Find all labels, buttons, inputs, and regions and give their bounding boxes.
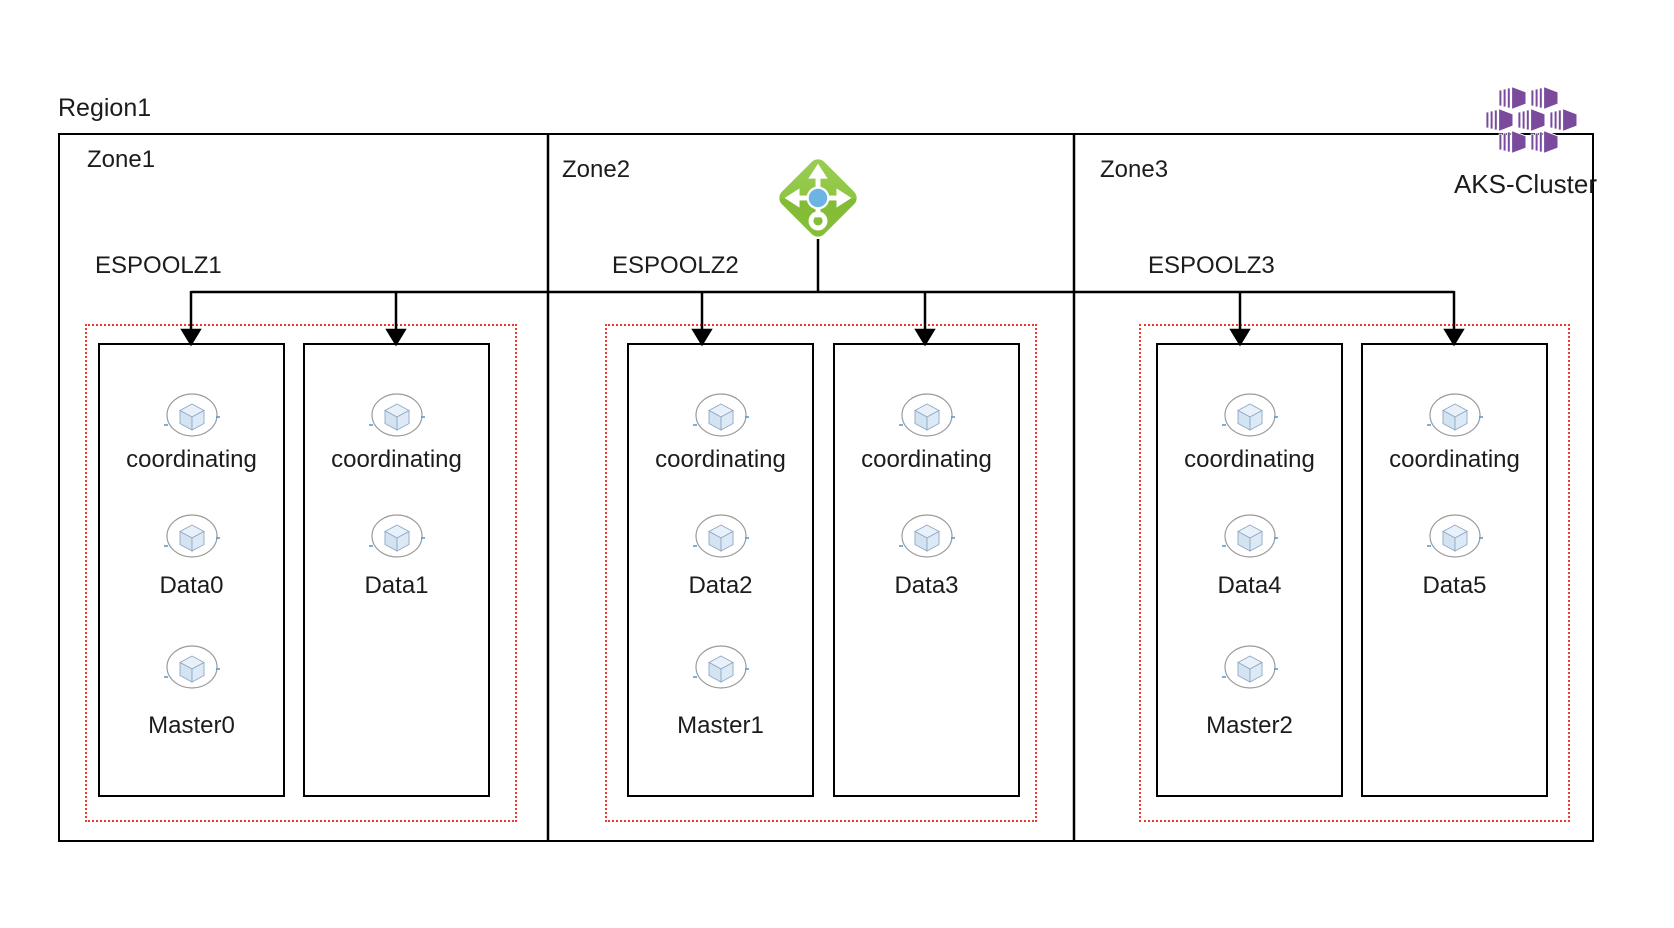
pod-role-label: Data5 <box>1422 572 1487 599</box>
pod-cube-icon <box>163 392 221 442</box>
pod-cube-icon <box>1221 392 1279 442</box>
pod-box-zone3-left: coordinating Data4 Master2 <box>1156 343 1343 797</box>
pod-box-zone1-right: coordinating Data1 <box>303 343 490 797</box>
aks-cluster-icon <box>1486 86 1578 154</box>
pod-box-zone3-right: coordinating Data5 <box>1361 343 1548 797</box>
pod-box-zone1-left: coordinating Data0 Master0 <box>98 343 285 797</box>
pod-role-label: Data3 <box>894 572 959 599</box>
region-label: Region1 <box>58 94 152 122</box>
pod-cube-icon <box>1221 644 1279 694</box>
pod-role-label: coordinating <box>655 446 786 473</box>
aks-cluster-label: AKS-Cluster <box>1453 169 1597 199</box>
pod-cube-icon <box>163 644 221 694</box>
pod-role-label: coordinating <box>331 446 462 473</box>
pod-role-label: Data4 <box>1217 572 1282 599</box>
pod-box-zone2-left: coordinating Data2 Master1 <box>627 343 814 797</box>
zone1-label: Zone1 <box>87 146 156 173</box>
zone2-label: Zone2 <box>562 156 631 183</box>
pod-cube-icon <box>368 513 426 563</box>
pod-cube-icon <box>1221 513 1279 563</box>
pod-role-label: Master1 <box>677 712 764 739</box>
espool-label-zone3: ESPOOLZ3 <box>1148 252 1275 279</box>
pod-cube-icon <box>692 392 750 442</box>
pod-cube-icon <box>898 392 956 442</box>
pod-role-label: coordinating <box>1389 446 1520 473</box>
load-balancer-icon <box>779 159 857 237</box>
pod-cube-icon <box>163 513 221 563</box>
pod-role-label: Data0 <box>159 572 224 599</box>
espool-boundary-zone2 <box>605 324 1037 822</box>
pod-role-label: coordinating <box>126 446 257 473</box>
pod-cube-icon <box>1426 392 1484 442</box>
pod-role-label: Master0 <box>148 712 235 739</box>
zone3-label: Zone3 <box>1100 156 1169 183</box>
espool-boundary-zone3 <box>1139 324 1570 822</box>
pod-cube-icon <box>898 513 956 563</box>
pod-role-label: Data2 <box>688 572 753 599</box>
pod-cube-icon <box>692 644 750 694</box>
pod-role-label: Master2 <box>1206 712 1293 739</box>
espool-label-zone2: ESPOOLZ2 <box>612 252 739 279</box>
pod-role-label: coordinating <box>861 446 992 473</box>
pod-box-zone2-right: coordinating Data3 <box>833 343 1020 797</box>
pod-cube-icon <box>368 392 426 442</box>
pod-role-label: Data1 <box>364 572 429 599</box>
region-boundary <box>58 133 1594 842</box>
pod-cube-icon <box>1426 513 1484 563</box>
pod-cube-icon <box>692 513 750 563</box>
espool-label-zone1: ESPOOLZ1 <box>95 252 222 279</box>
espool-boundary-zone1 <box>85 324 517 822</box>
pod-role-label: coordinating <box>1184 446 1315 473</box>
